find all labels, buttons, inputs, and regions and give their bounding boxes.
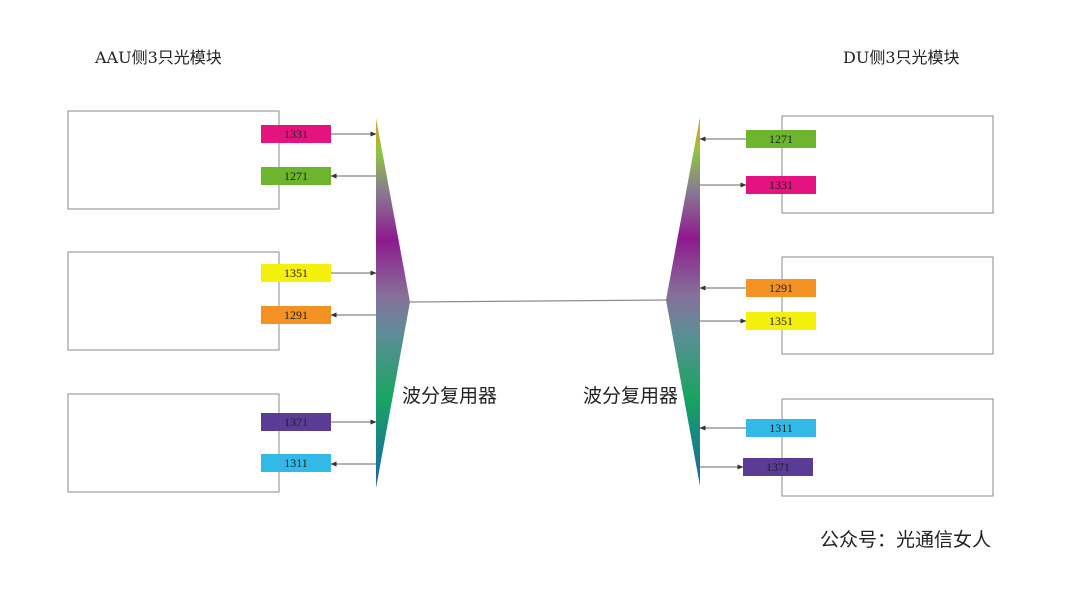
- du-tag-1351-fill: [746, 312, 816, 330]
- footer-credit: 公众号：光通信女人: [820, 529, 991, 551]
- aau-wdm-multiplexer: [376, 118, 410, 488]
- aau-tag-1291-fill: [261, 306, 331, 324]
- aau-module-2: [67, 251, 280, 351]
- aau-tag-1331-fill: [261, 125, 331, 143]
- du-tag-1371-label: 1371: [766, 460, 790, 474]
- du-tag-1371-fill: [743, 458, 813, 476]
- aau-channel-tag: 1351: [261, 264, 331, 282]
- aau-tag-1351-label: 1351: [284, 266, 308, 280]
- aau-tag-1371-label: 1371: [284, 415, 308, 429]
- aau-module-1: [67, 110, 280, 210]
- aau-channel-tag: 1371: [261, 413, 331, 431]
- du-channel-tag: 1311: [746, 419, 816, 437]
- du-mux-label: 波分复用器: [583, 385, 678, 407]
- fiber-link: [409, 299, 667, 303]
- du-tag-1311-label: 1311: [769, 421, 793, 435]
- aau-tag-1291-label: 1291: [284, 308, 308, 322]
- du-side-title: DU侧3只光模块: [843, 48, 960, 67]
- aau-mux-label: 波分复用器: [402, 385, 497, 407]
- du-module-1: [781, 115, 994, 214]
- aau-tag-1311-label: 1311: [284, 456, 308, 470]
- du-tag-1351-label: 1351: [769, 314, 793, 328]
- aau-module-3: [67, 393, 280, 493]
- aau-side-title: AAU侧3只光模块: [94, 48, 222, 67]
- aau-tag-1311-fill: [261, 454, 331, 472]
- du-module-2: [781, 256, 994, 355]
- aau-tag-1271-label: 1271: [284, 169, 308, 183]
- aau-channel-tag: 1331: [261, 125, 331, 143]
- du-channel-tag: 1291: [746, 279, 816, 297]
- du-tag-1331-fill: [746, 176, 816, 194]
- du-tag-1271-label: 1271: [769, 132, 793, 146]
- du-channel-tag: 1351: [746, 312, 816, 330]
- aau-channel-tag: 1311: [261, 454, 331, 472]
- du-tag-1311-fill: [746, 419, 816, 437]
- du-channel-tag: 1331: [746, 176, 816, 194]
- du-tag-1291-fill: [746, 279, 816, 297]
- du-channel-tag: 1371: [743, 458, 813, 476]
- du-channel-tag: 1271: [746, 130, 816, 148]
- du-tag-1331-label: 1331: [769, 178, 793, 192]
- du-tag-1291-label: 1291: [769, 281, 793, 295]
- aau-channel-tag: 1291: [261, 306, 331, 324]
- aau-channel-tag: 1271: [261, 167, 331, 185]
- du-module-3: [781, 398, 994, 497]
- du-wdm-multiplexer: [666, 117, 700, 486]
- aau-tag-1351-fill: [261, 264, 331, 282]
- aau-tag-1271-fill: [261, 167, 331, 185]
- aau-tag-1371-fill: [261, 413, 331, 431]
- du-tag-1271-fill: [746, 130, 816, 148]
- aau-tag-1331-label: 1331: [284, 127, 308, 141]
